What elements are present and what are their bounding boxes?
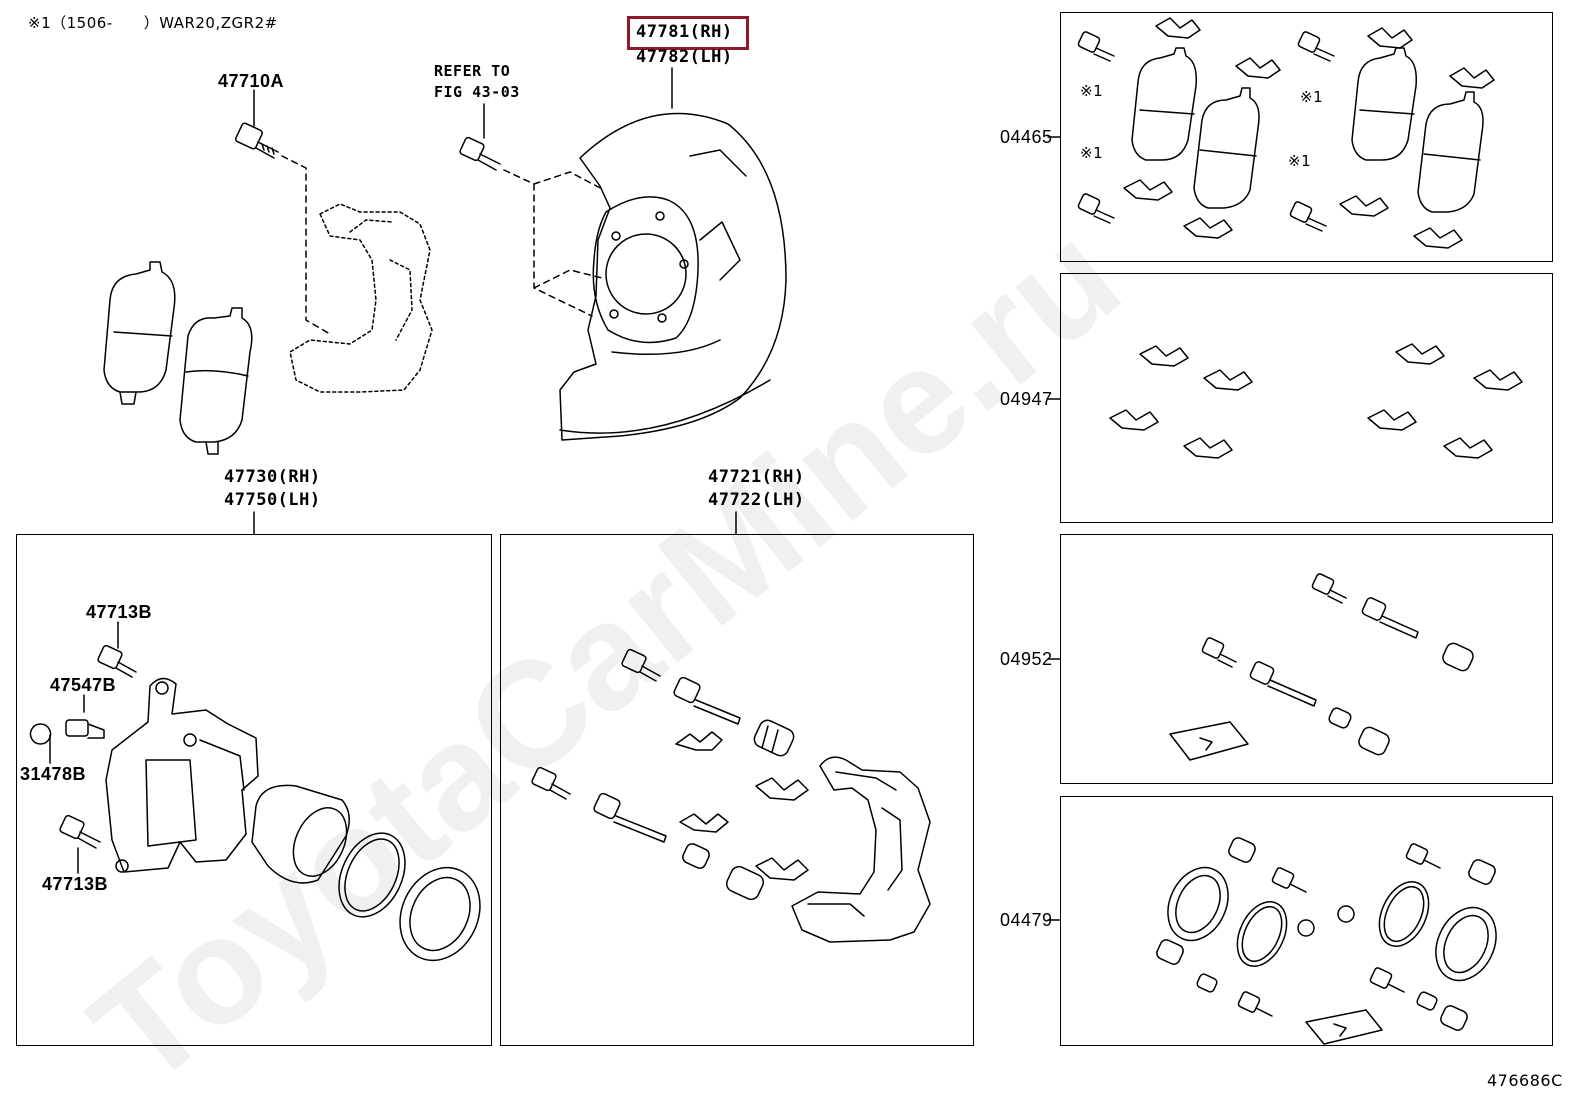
kit-label-04479[interactable]: 04479 [1000, 910, 1053, 930]
part-label-47721-rh[interactable]: 47721(RH) [708, 467, 805, 487]
caliper-mounting-icon [792, 757, 930, 942]
kit-04952-parts [1170, 573, 1475, 760]
part-label-47750-lh[interactable]: 47750(LH) [224, 490, 321, 510]
bleeder-plug-icon [31, 720, 105, 744]
part-label-47547b[interactable]: 47547B [50, 675, 117, 695]
kit-label-04465[interactable]: 04465 [1000, 127, 1053, 147]
part-label-47781-rh[interactable]: 47781(RH) [636, 22, 733, 42]
pin-boot-upper-icon [752, 718, 796, 759]
part-label-47710a[interactable]: 47710A [218, 71, 285, 91]
slide-pin-upper-icon [673, 676, 740, 724]
label-leaders [50, 68, 736, 873]
kit-04465-parts [1077, 18, 1494, 248]
kit-box-04947 [1060, 273, 1553, 523]
cylinder-body-icon [106, 678, 258, 872]
bolt-47713b-upper-icon [97, 645, 136, 677]
kit-leader-lines [1048, 137, 1060, 920]
mounting-assembly-box [500, 534, 974, 1046]
header-note: ※1（1506- ）WAR20,ZGR2# [28, 14, 278, 32]
refer-fig-label[interactable]: FIG 43-03 [434, 83, 520, 101]
part-label-47782-lh[interactable]: 47782(LH) [636, 47, 733, 67]
kit-04479-parts [1155, 836, 1508, 1044]
brake-pad-outer-icon [104, 262, 175, 404]
dust-cover-dashed-guide [504, 170, 604, 316]
cylinder-boot-icon [385, 854, 494, 973]
bolt-47713b-lower-icon [59, 815, 100, 848]
slide-pin-lower-icon [593, 792, 666, 842]
caliper-mount-ghost-icon [290, 204, 432, 392]
figure-number: 476686C [1487, 1071, 1563, 1090]
dust-cover-bolt-icon [459, 137, 500, 170]
part-label-47730-rh[interactable]: 47730(RH) [224, 467, 321, 487]
part-label-47713b-upper[interactable]: 47713B [86, 602, 153, 622]
note-mark-4: ※1 [1288, 152, 1312, 170]
dashed-guide [282, 156, 330, 334]
pad-clip-icons [676, 732, 808, 880]
mount-bolt-upper-icon [621, 649, 660, 681]
kit-box-04479 [1060, 796, 1553, 1046]
note-mark-2: ※1 [1080, 144, 1104, 162]
note-mark-1: ※1 [1080, 82, 1104, 100]
dust-cover-icon [560, 114, 786, 440]
kit-04947-clips [1110, 344, 1522, 458]
brake-pad-inner-icon [180, 308, 252, 454]
refer-to-label[interactable]: REFER TO [434, 62, 511, 80]
piston-icon [252, 785, 357, 884]
part-label-47713b-lower[interactable]: 47713B [42, 874, 109, 894]
bolt-47710a-icon [235, 122, 278, 158]
part-label-47722-lh[interactable]: 47722(LH) [708, 490, 805, 510]
mount-bolt-lower-icon [531, 767, 570, 799]
part-label-31478b[interactable]: 31478B [20, 764, 87, 784]
part-highlight[interactable] [627, 16, 749, 50]
piston-seal-icon [326, 822, 418, 927]
note-mark-3: ※1 [1300, 88, 1324, 106]
pin-boot-lower-icon [681, 842, 766, 902]
kit-label-04952[interactable]: 04952 [1000, 649, 1053, 669]
kit-label-04947[interactable]: 04947 [1000, 389, 1053, 409]
